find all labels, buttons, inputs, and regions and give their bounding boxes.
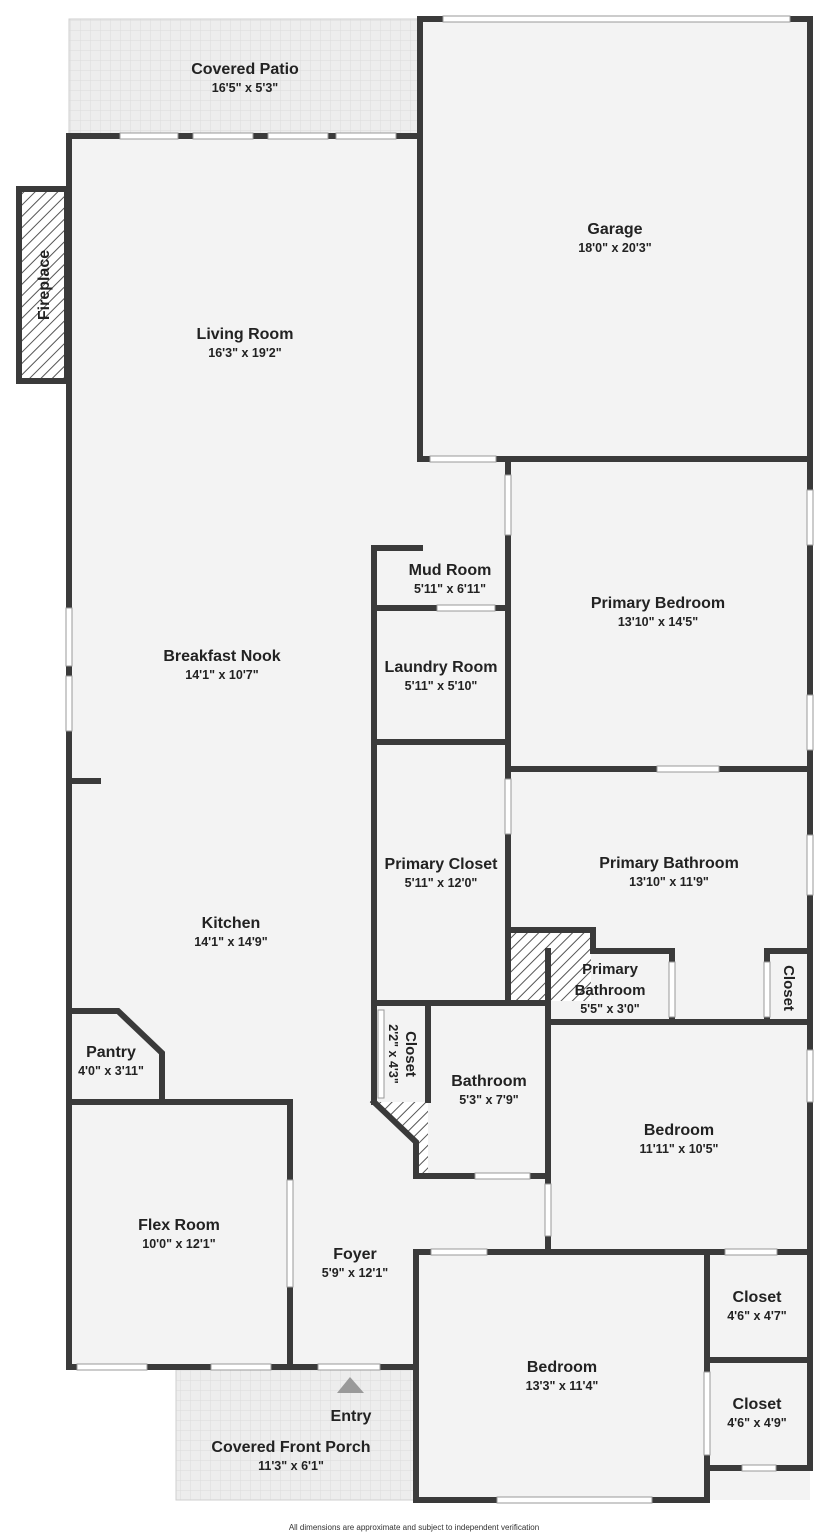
living-room-name: Living Room bbox=[197, 326, 294, 343]
closet-a-dims: 4'6" x 4'7" bbox=[727, 1309, 787, 1323]
entry-arrow-icon bbox=[337, 1377, 364, 1393]
covered-patio-name: Covered Patio bbox=[191, 61, 299, 78]
footer-disclaimer: All dimensions are approximate and subje… bbox=[289, 1523, 539, 1532]
primary-bathroom-wc-name-line1: Primary bbox=[582, 961, 639, 978]
foyer-dims: 5'9" x 12'1" bbox=[322, 1266, 389, 1280]
mud-room-dims: 5'11" x 6'11" bbox=[414, 582, 486, 596]
primary-bedroom-dims: 13'10" x 14'5" bbox=[618, 615, 698, 629]
pantry-dims: 4'0" x 3'11" bbox=[78, 1064, 144, 1078]
garage-dims: 18'0" x 20'3" bbox=[578, 241, 651, 255]
bedroom-2-dims: 13'3" x 11'4" bbox=[526, 1379, 599, 1393]
foyer-name: Foyer bbox=[333, 1246, 377, 1263]
primary-bathroom-name: Primary Bathroom bbox=[599, 855, 739, 872]
covered-front-porch-name: Covered Front Porch bbox=[211, 1439, 370, 1456]
laundry-room-name: Laundry Room bbox=[385, 659, 498, 676]
kitchen-dims: 14'1" x 14'9" bbox=[194, 935, 267, 949]
bedroom-2-name: Bedroom bbox=[527, 1359, 597, 1376]
covered-patio-area bbox=[68, 18, 419, 135]
living-room-dims: 16'3" x 19'2" bbox=[208, 346, 281, 360]
windows bbox=[65, 15, 814, 1504]
laundry-room-dims: 5'11" x 5'10" bbox=[405, 679, 478, 693]
primary-bedroom-name: Primary Bedroom bbox=[591, 595, 725, 612]
garage-name: Garage bbox=[587, 221, 642, 238]
shaft-hatch-hall bbox=[378, 1102, 428, 1176]
covered-patio-dims: 16'5" x 5'3" bbox=[212, 81, 279, 95]
hall-closet-name: Closet bbox=[402, 1031, 419, 1077]
entry-name: Entry bbox=[331, 1408, 372, 1425]
primary-closet-name: Primary Closet bbox=[385, 856, 499, 873]
breakfast-nook-dims: 14'1" x 10'7" bbox=[185, 668, 258, 682]
closet-b-name: Closet bbox=[733, 1396, 783, 1413]
hall-closet-dims: 2'2" x 4'3" bbox=[386, 1024, 400, 1084]
primary-bathroom-wc-dims: 5'5" x 3'0" bbox=[580, 1002, 640, 1016]
primary-bathroom-wc-name-line2: Bathroom bbox=[575, 982, 646, 999]
interior-floor bbox=[69, 19, 810, 1500]
bathroom-dims: 5'3" x 7'9" bbox=[459, 1093, 519, 1107]
flex-room-name: Flex Room bbox=[138, 1217, 220, 1234]
primary-bathroom-dims: 13'10" x 11'9" bbox=[629, 875, 709, 889]
fireplace-hatch bbox=[16, 186, 70, 384]
bedroom-1-name: Bedroom bbox=[644, 1122, 714, 1139]
closet-b-dims: 4'6" x 4'9" bbox=[727, 1416, 787, 1430]
closet-a-name: Closet bbox=[733, 1289, 783, 1306]
mud-room-name: Mud Room bbox=[409, 562, 492, 579]
fireplace-name: Fireplace bbox=[36, 250, 53, 320]
bedroom-1-dims: 11'11" x 10'5" bbox=[640, 1142, 719, 1156]
breakfast-nook-name: Breakfast Nook bbox=[163, 648, 280, 665]
bathroom-name: Bathroom bbox=[451, 1073, 527, 1090]
kitchen-name: Kitchen bbox=[202, 915, 261, 932]
covered-front-porch-area bbox=[175, 1366, 417, 1501]
flex-room-dims: 10'0" x 12'1" bbox=[142, 1237, 215, 1251]
pantry-name: Pantry bbox=[86, 1044, 136, 1061]
primary-closet-small-name: Closet bbox=[780, 965, 797, 1011]
covered-front-porch-dims: 11'3" x 6'1" bbox=[258, 1459, 324, 1473]
primary-closet-dims: 5'11" x 12'0" bbox=[405, 876, 478, 890]
